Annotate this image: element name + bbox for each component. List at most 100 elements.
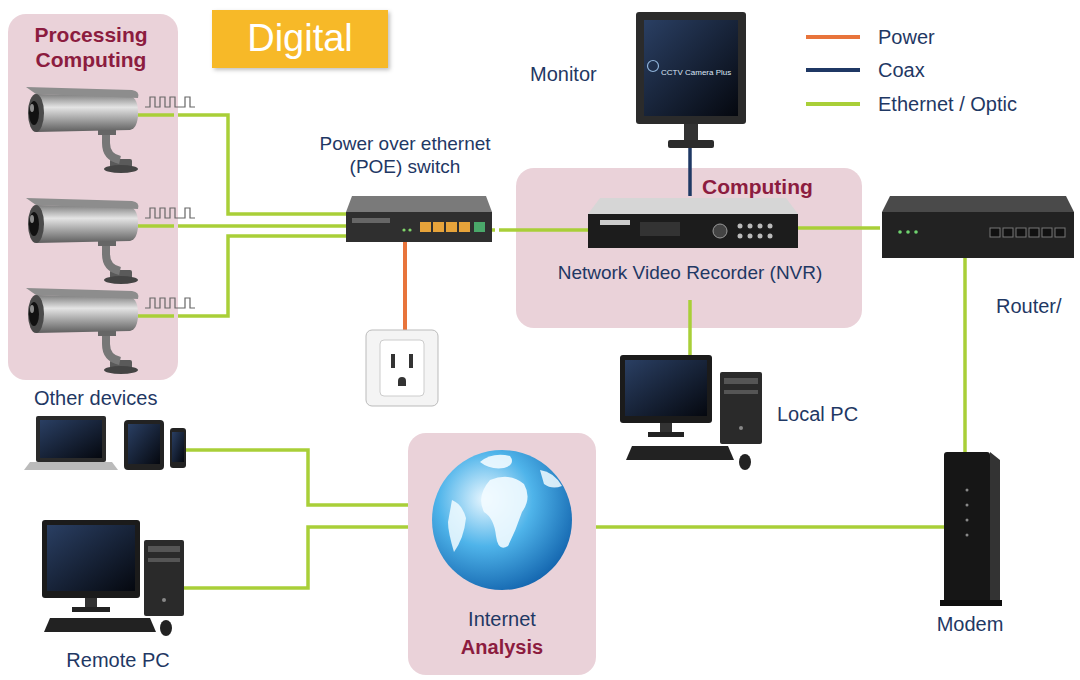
node-label-holder: Remote PC	[38, 648, 198, 672]
poe-switch-icon	[352, 218, 390, 223]
ethernet-wire	[545, 228, 588, 232]
coax-wire	[688, 148, 692, 156]
local-pc-icon	[739, 426, 743, 430]
legend-text-holder: Power	[878, 25, 1068, 49]
poe-switch-icon	[346, 196, 492, 242]
connector	[596, 525, 915, 529]
connector	[178, 236, 315, 316]
router-icon	[882, 196, 1074, 212]
modem-icon	[966, 519, 969, 522]
node-label: Analysis	[461, 635, 543, 659]
globe-icon	[432, 450, 572, 590]
mobile-devices-icon	[170, 428, 186, 468]
nvr-icon	[600, 220, 630, 225]
modem-icon	[966, 489, 969, 492]
connector	[963, 330, 967, 440]
legend-line	[806, 35, 860, 39]
globe-icon	[480, 455, 512, 469]
ethernet-wire	[915, 525, 944, 529]
node-label: Computing	[702, 174, 813, 199]
legend-text: Coax	[878, 58, 925, 82]
modem-icon	[940, 452, 1002, 606]
ethernet-wire	[184, 586, 198, 590]
connector	[178, 224, 315, 228]
poe-switch-icon	[346, 212, 492, 242]
connector	[200, 450, 408, 505]
node-label: Other devices	[34, 386, 157, 410]
node-label-holder: Computing	[702, 174, 852, 199]
signal-waveform	[145, 298, 195, 308]
router-icon	[1042, 228, 1052, 237]
nvr-icon	[748, 234, 753, 239]
router-icon	[990, 228, 1000, 237]
ethernet-wire	[138, 113, 174, 117]
monitor-icon	[684, 124, 698, 141]
node-label-holder: Internet	[408, 607, 596, 631]
nvr-icon	[588, 198, 798, 248]
title-box: Digital	[212, 10, 388, 68]
camera-icons	[26, 87, 138, 173]
monitor-icon	[668, 140, 714, 148]
nvr-icon	[588, 198, 798, 214]
modem-icon	[990, 452, 1000, 604]
remote-pc-icon	[162, 598, 166, 602]
node-label-holder: Power over ethernet (POE) switch	[315, 133, 495, 179]
camera-icons	[26, 288, 138, 374]
nvr-icon	[768, 234, 773, 239]
router-icon	[906, 230, 910, 234]
connector	[198, 527, 408, 588]
ethernet-wire	[963, 258, 967, 330]
remote-pc-icon	[148, 558, 180, 562]
ethernet-wire	[138, 224, 174, 228]
camera-icons	[26, 198, 138, 284]
globe-icon	[432, 450, 572, 590]
nvr-icon	[758, 224, 763, 229]
screen-text: CCTV Camera Plus	[661, 68, 731, 78]
router-icon	[882, 212, 1074, 258]
node-label-holder: Processing Computing	[8, 22, 174, 72]
poe-switch-icon	[420, 222, 431, 232]
node-label: Network Video Recorder (NVR)	[558, 262, 823, 285]
node-label: Processing Computing	[8, 22, 174, 72]
poe-switch-icon	[474, 222, 485, 232]
remote-pc-icon	[144, 540, 184, 616]
monitor-icon	[644, 20, 738, 116]
title-text: Digital	[247, 16, 353, 62]
local-pc-icon	[724, 390, 758, 394]
camera-icons	[26, 87, 138, 374]
signal-waveform	[145, 97, 195, 308]
router-icon	[1003, 228, 1013, 237]
router-icon	[914, 230, 918, 234]
nvr-icon	[738, 224, 743, 229]
wall-outlet-icon	[366, 330, 438, 406]
power-wire	[403, 242, 407, 330]
local-pc-icon	[620, 355, 712, 423]
poe-switch-icon	[459, 222, 470, 232]
ethernet-wire	[138, 314, 174, 318]
router-icon	[1055, 228, 1065, 237]
monitor-icon	[636, 12, 746, 148]
ethernet-wire	[688, 350, 692, 355]
legend-line	[806, 102, 860, 106]
nvr-icon	[748, 224, 753, 229]
router-icon	[882, 196, 1074, 258]
local-pc-icon	[720, 372, 762, 444]
mobile-devices-icon	[36, 416, 106, 462]
local-pc-icon	[660, 423, 672, 433]
globe-icon	[448, 500, 466, 552]
nvr-icon	[588, 214, 798, 248]
remote-pc-icon	[85, 598, 97, 608]
wall-outlet-icon	[380, 340, 424, 396]
mobile-devices-icon	[24, 462, 118, 470]
node-label: Power over ethernet (POE) switch	[315, 133, 495, 179]
nvr-icon	[713, 224, 727, 238]
node-label: Internet	[468, 607, 536, 631]
modem-icon	[966, 504, 969, 507]
remote-pc-icon	[148, 546, 180, 552]
local-pc-icon	[620, 355, 762, 470]
local-pc-icon	[648, 432, 684, 437]
router-icon	[1016, 228, 1026, 237]
legend-line	[806, 68, 860, 72]
wall-outlet-icon	[398, 377, 406, 386]
connector	[688, 156, 692, 196]
